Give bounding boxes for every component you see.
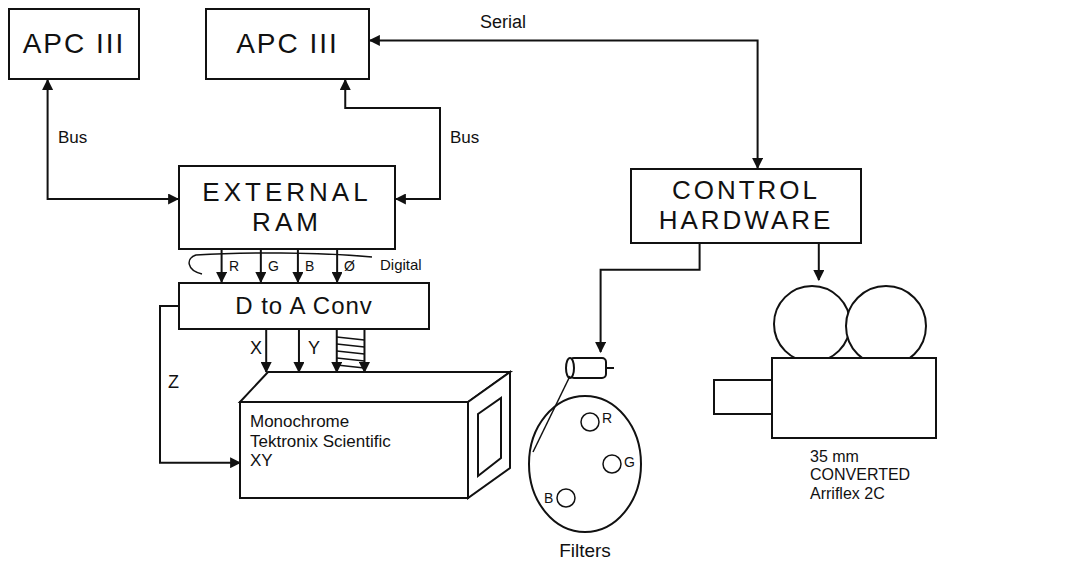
note-label: Digital (380, 256, 422, 273)
connector (363, 330, 365, 372)
shape-label: B (544, 490, 553, 506)
signal-label: Serial (480, 12, 526, 32)
connector (370, 40, 758, 168)
text-holder: Filters (520, 540, 650, 562)
connector (336, 330, 338, 372)
signal-label: Y (308, 338, 320, 358)
connector (818, 244, 820, 280)
connector (260, 250, 262, 282)
note-patch: Digital (378, 256, 424, 274)
signal-label-patch: Bus (448, 128, 481, 148)
memory-box: EXTERNAL RAM (178, 165, 396, 250)
signal-label-patch: G (266, 258, 281, 274)
shape-label: G (624, 454, 635, 470)
shape-label: Monochrome Tektronix Scientific XY (250, 412, 405, 471)
text-holder: B (544, 490, 553, 506)
film-camera-outline (700, 280, 970, 565)
signal-label: G (268, 258, 279, 274)
box-label: APC III (236, 28, 339, 60)
connector (265, 330, 267, 372)
box-label: APC III (23, 28, 126, 60)
connector (336, 250, 338, 282)
signal-label: B (305, 258, 314, 274)
signal-label-patch: B (303, 258, 316, 274)
signal-label: R (229, 258, 239, 274)
converter-box: D to A Conv (178, 282, 430, 330)
connector (601, 244, 700, 352)
coil-rung (337, 337, 365, 340)
computer-box: APC III (8, 8, 140, 80)
connector (297, 250, 299, 282)
signal-label: Ø (344, 258, 355, 274)
box-label: CONTROL HARDWARE (640, 176, 852, 236)
signal-label-patch: Serial (478, 12, 528, 33)
text-holder: R (602, 410, 612, 426)
film-camera: 35 mm CONVERTED Arriflex 2C (700, 280, 970, 565)
text-holder: Monochrome Tektronix Scientific XY (250, 412, 405, 471)
connector (48, 80, 178, 199)
box-label: EXTERNAL RAM (188, 178, 386, 238)
shape-label: Filters (520, 540, 650, 562)
coil-symbol (337, 337, 365, 368)
connector (221, 250, 223, 282)
coil-rung (337, 365, 365, 368)
signal-label-patch: R (227, 258, 241, 274)
signal-label-patch: Bus (56, 128, 89, 148)
signal-label-patch: X (248, 338, 264, 359)
coil-rung (337, 344, 365, 347)
shape-label: 35 mm CONVERTED Arriflex 2C (810, 448, 935, 503)
signal-label: X (250, 338, 262, 358)
coil-rung (337, 351, 365, 354)
filter-wheel: R G B Filters (520, 352, 650, 574)
coil-rung (337, 358, 365, 361)
signal-label: Z (168, 372, 179, 392)
signal-label-patch: Ø (342, 258, 357, 274)
monitor-display: Monochrome Tektronix Scientific XY (240, 372, 515, 498)
signal-label-patch: Z (166, 372, 181, 393)
text-holder: 35 mm CONVERTED Arriflex 2C (810, 448, 935, 503)
signal-label: Bus (58, 128, 87, 147)
signal-label-patch: Y (306, 338, 322, 359)
computer-box: APC III (205, 8, 370, 80)
box-label: D to A Conv (235, 292, 373, 320)
signal-label: Bus (450, 128, 479, 147)
connector (298, 330, 300, 372)
text-holder: G (624, 454, 635, 470)
signal-bracket (189, 253, 372, 274)
shape-label: R (602, 410, 612, 426)
controller-box: CONTROL HARDWARE (630, 168, 862, 244)
